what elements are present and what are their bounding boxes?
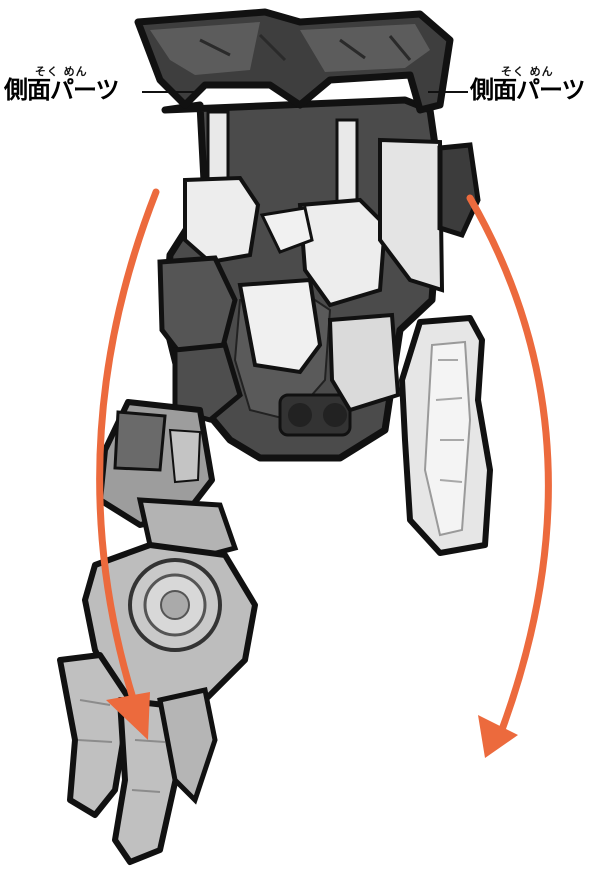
side-part-label-left-text: 側面パーツ [4, 78, 119, 102]
claw-part [60, 545, 255, 862]
right-side-joint [440, 145, 478, 235]
right-leg-part [402, 318, 490, 553]
side-part-label-right-text: 側面パーツ [470, 78, 585, 102]
side-part-label-right: そく めん 側面パーツ [470, 66, 585, 102]
side-part-label-left: そく めん 側面パーツ [4, 66, 119, 102]
